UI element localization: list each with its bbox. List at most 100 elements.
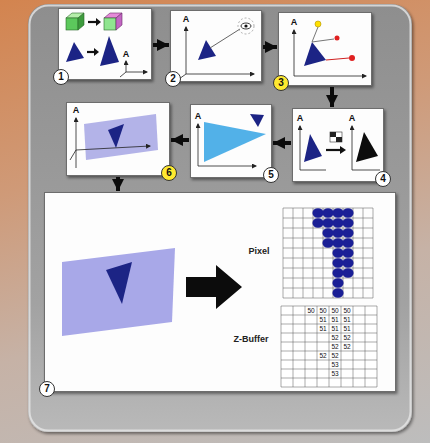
rasterization-icon (62, 248, 175, 336)
pixel-dot (332, 278, 343, 288)
texture-shading-icon (330, 132, 342, 142)
pipeline-panel: 4 (292, 108, 384, 182)
z-buffer-value: 51 (331, 326, 338, 333)
pixel-grid (283, 278, 373, 279)
pixel-dot (332, 258, 343, 268)
z-buffer-grid (329, 306, 330, 387)
clipping-icon (70, 150, 76, 160)
model-transform-icon (104, 18, 116, 30)
view-transform-icon (179, 18, 254, 79)
model-transform-icon (78, 13, 84, 30)
pixel-grid (283, 288, 373, 289)
lighting-icon (349, 55, 355, 61)
callout-number: 6 (161, 165, 177, 181)
texture-shading-icon (300, 170, 326, 171)
texture-shading-icon (336, 137, 342, 142)
z-buffer-grid (281, 306, 377, 387)
z-buffer-grid (305, 306, 306, 387)
rasterization-icon (62, 248, 242, 336)
rasterization-icon (106, 262, 132, 304)
model-transform-icon (66, 13, 147, 77)
projection-icon (204, 122, 266, 162)
model-transform-icon (66, 18, 78, 30)
pixel-dot (322, 218, 333, 228)
pixel-grid (283, 298, 373, 299)
pixel-dot (312, 218, 323, 228)
lighting-icon (294, 21, 366, 76)
model-transform-icon (126, 61, 127, 72)
view-transform-icon (198, 40, 216, 60)
z-buffer-value: 51 (319, 326, 326, 333)
axis-label: A (73, 106, 80, 115)
pixel-grid (283, 208, 373, 298)
z-buffer-value: 53 (331, 362, 338, 369)
pixel-dot (322, 228, 333, 238)
flow-arrow (153, 43, 169, 47)
lighting-icon (335, 36, 340, 41)
pixel-dot (322, 208, 333, 218)
pixel-grid (303, 208, 304, 298)
view-transform-icon (241, 23, 251, 29)
axis-label: A (195, 112, 202, 121)
projection-icon (198, 114, 266, 166)
pipeline-panel: 1 (58, 8, 152, 80)
pixel-dot (332, 208, 343, 218)
clipping-icon (108, 124, 124, 148)
pixel-dot (342, 258, 353, 268)
lighting-icon (294, 30, 295, 76)
pixel-dot (342, 228, 353, 238)
lighting-icon (304, 42, 326, 66)
texture-shading-icon (330, 132, 336, 137)
z-buffer-value: 50 (319, 308, 326, 315)
texture-shading-icon (352, 170, 380, 171)
outer-panel (28, 4, 412, 432)
z-buffer-value: 50 (343, 308, 350, 315)
model-transform-icon (94, 48, 99, 56)
clipping-icon (76, 146, 150, 150)
flow-arrow (273, 141, 291, 145)
callout-number: 7 (39, 381, 55, 397)
lighting-icon (312, 27, 318, 42)
view-transform-icon (210, 29, 240, 48)
model-transform-icon (100, 36, 119, 66)
outer-panel (30, 6, 411, 431)
view-transform-icon (238, 18, 254, 34)
pixel-grid (293, 208, 294, 298)
pixel-grid (283, 258, 373, 259)
pixel-dot (332, 218, 343, 228)
flow-arrow (330, 87, 334, 107)
lighting-icon (326, 58, 349, 60)
view-transform-icon (186, 27, 187, 74)
axis-label: A (297, 114, 304, 123)
pixel-dot (342, 268, 353, 278)
rasterization-icon (186, 265, 242, 309)
flow-arrow (116, 177, 120, 191)
pipeline-panel: 7PixelZ-Buffer (44, 192, 396, 392)
texture-shading-icon (326, 149, 340, 151)
model-transform-icon (116, 13, 122, 30)
z-buffer-value: 52 (319, 353, 326, 360)
projection-icon (198, 124, 199, 166)
z-buffer-grid (365, 306, 366, 387)
panel-background (44, 8, 396, 392)
z-buffer-value: 51 (343, 326, 350, 333)
texture-shading-icon (300, 126, 301, 170)
outer-panel (28, 4, 412, 432)
pixel-dot (332, 228, 343, 238)
texture-shading-icon (300, 126, 380, 170)
projection-icon (250, 114, 264, 127)
axis-label: A (183, 15, 190, 24)
axis-label: A (123, 50, 130, 59)
projection-icon (198, 166, 256, 167)
pixel-grid (283, 208, 284, 298)
axis-label: A (349, 114, 356, 123)
model-transform-icon (96, 18, 101, 26)
z-buffer-grid (377, 306, 378, 387)
z-buffer-grid (353, 306, 354, 387)
z-buffer-value: 51 (343, 317, 350, 324)
panel-background (58, 8, 152, 80)
